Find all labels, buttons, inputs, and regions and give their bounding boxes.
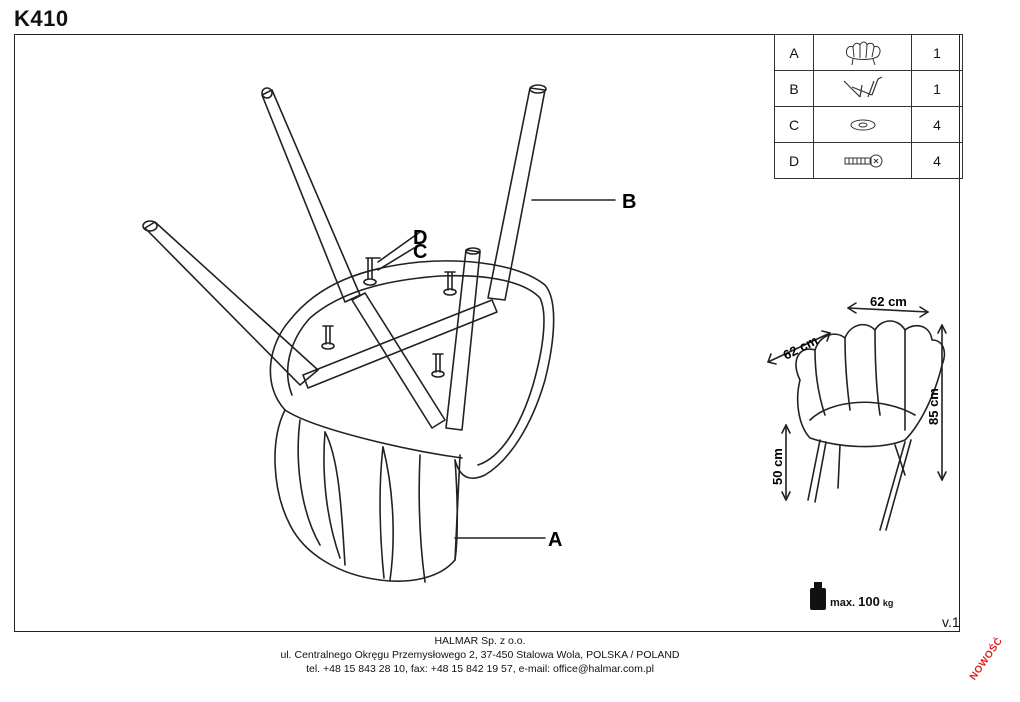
parts-row: D 4 [774, 142, 963, 179]
seat-shell-icon [845, 41, 881, 65]
footer-company: HALMAR Sp. z o.o. [434, 635, 526, 647]
dim-depth: 62 cm [781, 333, 821, 363]
version-label: v.1 [942, 614, 960, 630]
parts-row: B 1 [774, 70, 963, 107]
model-title: K410 [14, 6, 69, 31]
parts-row: A 1 [774, 34, 963, 71]
callout-a: A [548, 529, 562, 551]
leg-frame-icon [843, 75, 882, 97]
part-letter: B [774, 70, 814, 107]
parts-row: C 4 [774, 106, 963, 143]
callout-b: B [622, 191, 636, 213]
drawing-frame [14, 34, 960, 632]
part-qty: 1 [911, 34, 963, 71]
chair-side-view [795, 320, 946, 448]
part-letter: D [774, 142, 814, 179]
dim-seat-height: 50 cm [770, 448, 785, 485]
washer-icon [850, 119, 875, 130]
leg-drawing [261, 89, 361, 303]
part-letter: C [774, 106, 814, 143]
seat-shell-drawing [274, 409, 461, 582]
max-load-prefix: max. [830, 597, 856, 609]
footer-address: ul. Centralnego Okręgu Przemysłowego 2, … [280, 649, 680, 661]
part-qty: 4 [911, 142, 963, 179]
callout-c: C [413, 241, 427, 263]
part-letter: A [774, 34, 814, 71]
part-qty: 4 [911, 106, 963, 143]
max-load-unit: kg [882, 598, 894, 608]
footer-contact: tel. +48 15 843 28 10, fax: +48 15 842 1… [306, 663, 654, 675]
parts-table: A 1 B 1 C 4 D [774, 34, 963, 179]
max-load: max. 100 kg [830, 594, 893, 609]
footer: HALMAR Sp. z o.o. ul. Centralnego Okręgu… [0, 634, 960, 676]
dim-height: 85 cm [926, 388, 941, 425]
bolt-icon [844, 154, 882, 167]
max-load-value: 100 [858, 594, 880, 609]
weight-icon [810, 582, 826, 610]
dim-width: 62 cm [870, 294, 907, 309]
callout-d: D [413, 227, 427, 249]
part-qty: 1 [911, 70, 963, 107]
